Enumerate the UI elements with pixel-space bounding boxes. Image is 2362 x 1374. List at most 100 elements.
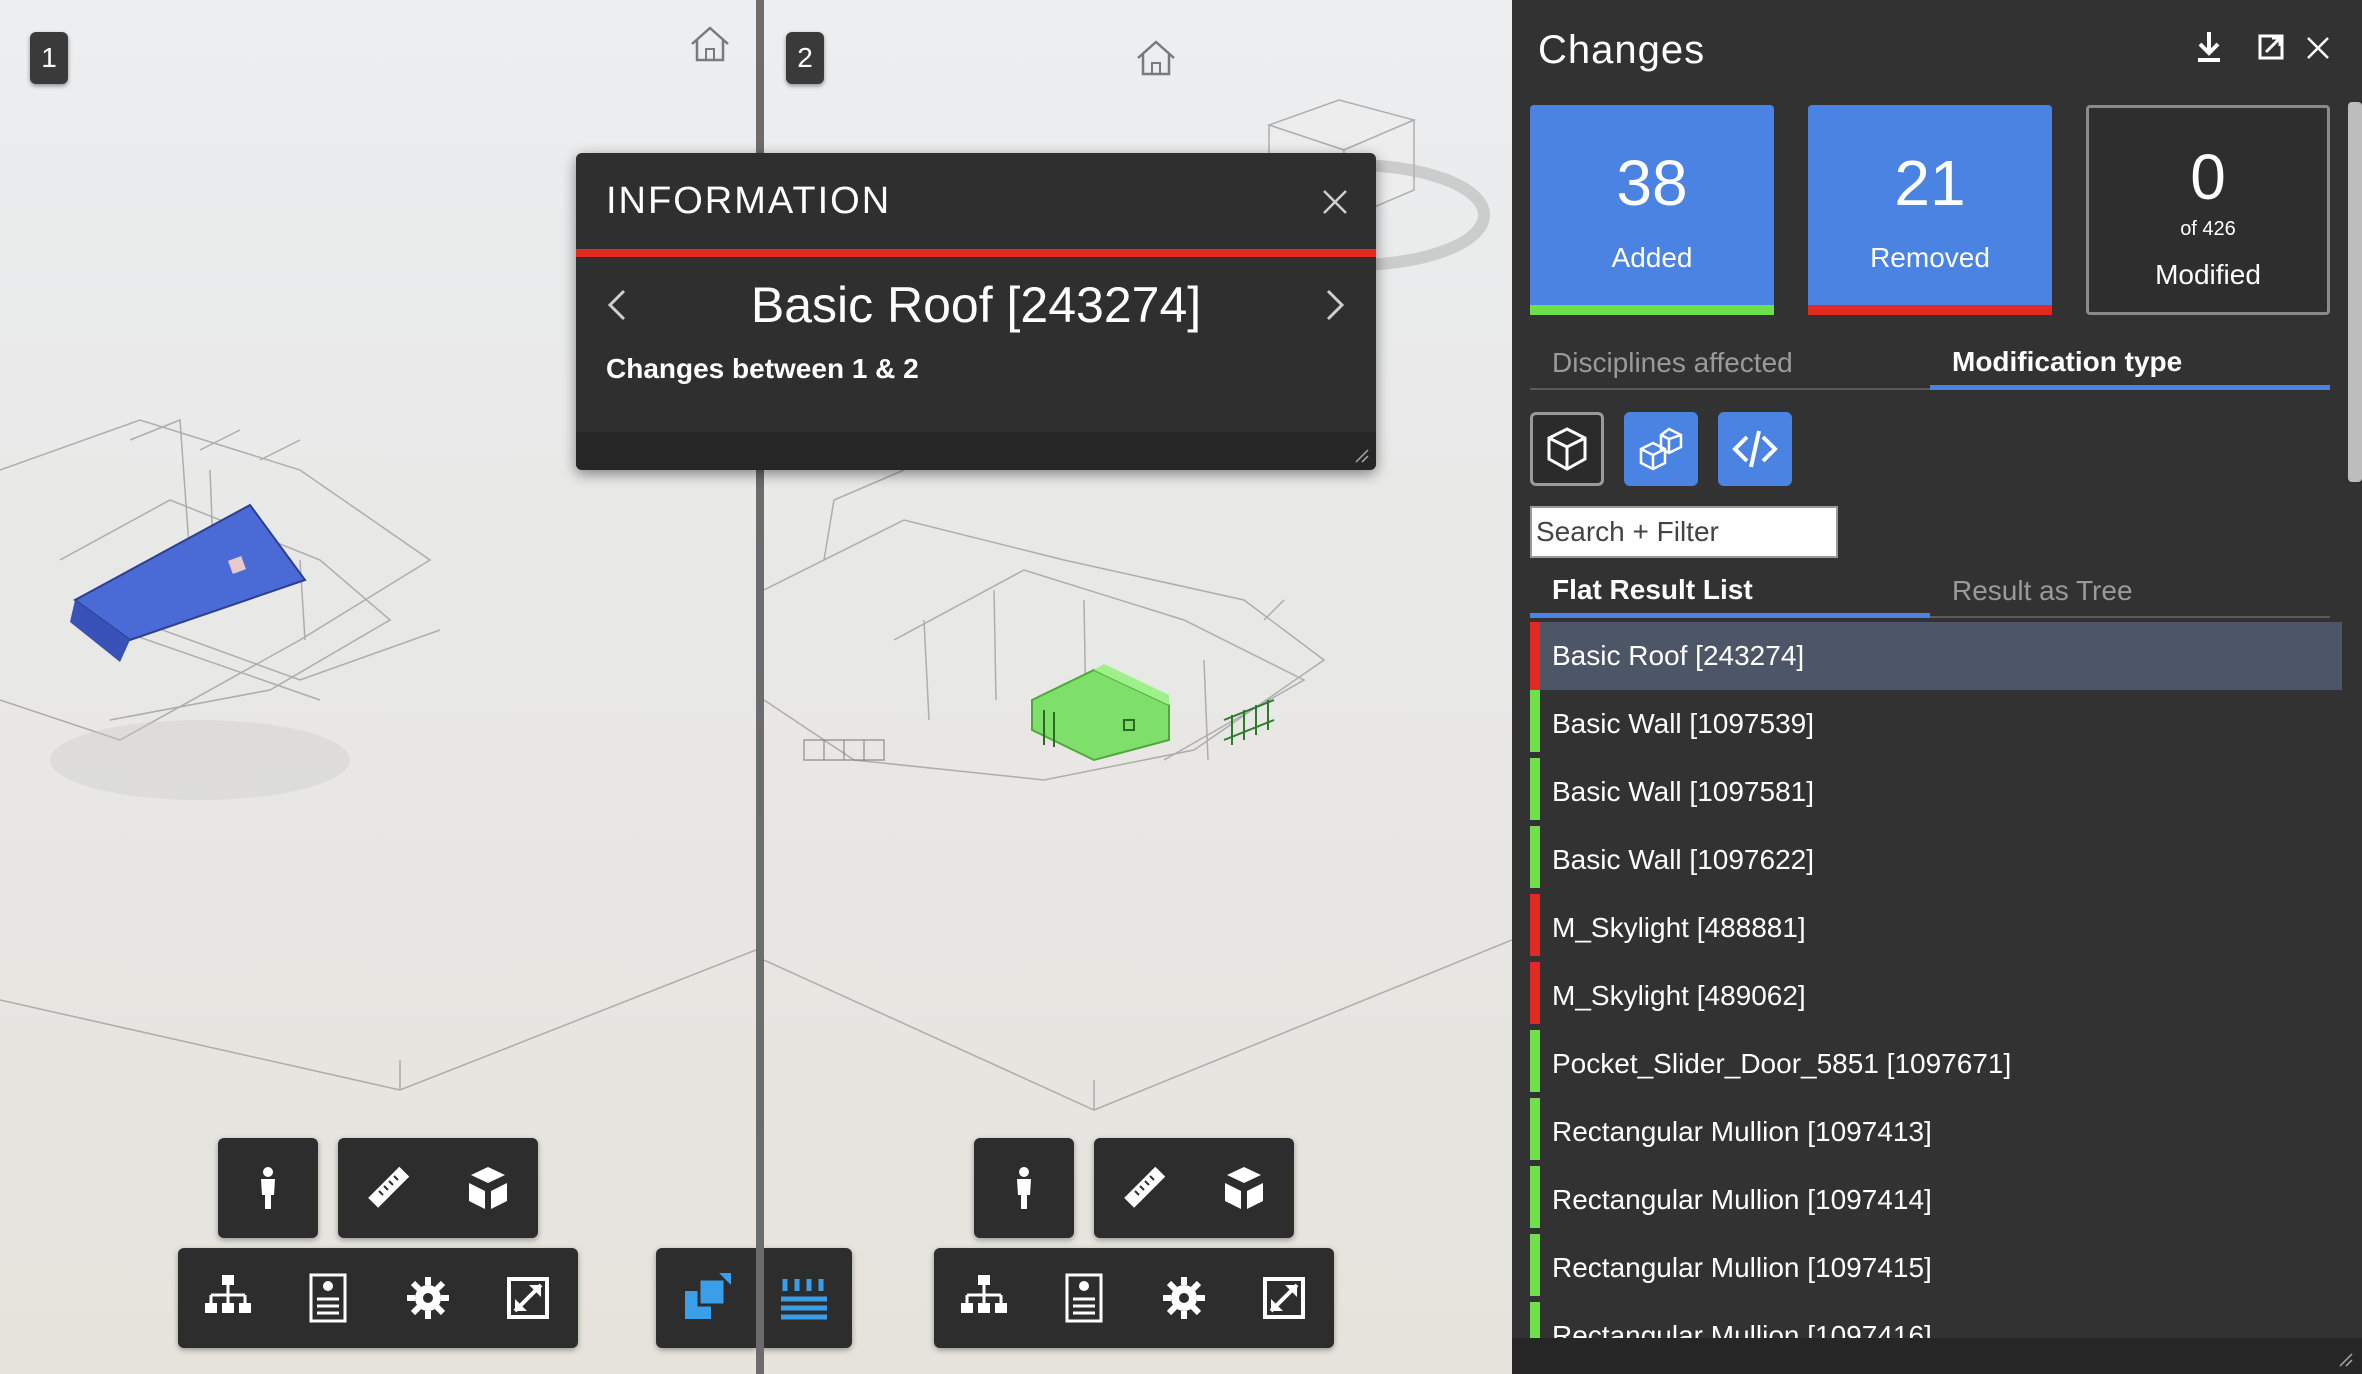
modified-total: of 426 — [2180, 217, 2236, 240]
list-item[interactable]: Basic Roof [243274] — [1530, 622, 2342, 690]
list-item[interactable]: M_Skylight [489062] — [1530, 962, 2342, 1030]
person-icon — [261, 1167, 275, 1209]
measure-button[interactable] — [340, 1140, 436, 1236]
tab-flat-result-list[interactable]: Flat Result List — [1530, 566, 1930, 618]
list-view-icon — [781, 1279, 827, 1320]
tab-result-as-tree[interactable]: Result as Tree — [1930, 566, 2330, 618]
modified-card[interactable]: 0 of 426 Modified — [2086, 105, 2330, 315]
compare-mode-button[interactable] — [658, 1250, 754, 1346]
viewport-badge: 1 — [30, 32, 68, 84]
fullscreen-button[interactable] — [480, 1250, 576, 1346]
fullscreen-icon — [1263, 1277, 1305, 1319]
list-item-label: M_Skylight [489062] — [1552, 980, 1806, 1011]
properties-button[interactable] — [1036, 1250, 1132, 1346]
added-label: Added — [1611, 242, 1693, 273]
list-item[interactable]: Basic Wall [1097539] — [1530, 690, 2342, 758]
scrollbar[interactable] — [2348, 102, 2362, 482]
list-item[interactable]: Rectangular Mullion [1097414] — [1530, 1166, 2342, 1234]
list-item[interactable]: Rectangular Mullion [1097415] — [1530, 1234, 2342, 1302]
list-item[interactable]: Basic Wall [1097622] — [1530, 826, 2342, 894]
measure-toolbar — [1094, 1138, 1294, 1238]
list-item-label: Pocket_Slider_Door_5851 [1097671] — [1552, 1048, 2012, 1079]
compare-toolbar-left — [656, 1248, 756, 1348]
status-marker — [1530, 1234, 1540, 1296]
list-item[interactable]: Pocket_Slider_Door_5851 [1097671] — [1530, 1030, 2342, 1098]
list-item-label: Rectangular Mullion [1097414] — [1552, 1184, 1932, 1215]
main-toolbar — [934, 1248, 1334, 1348]
ruler-icon — [1124, 1166, 1166, 1208]
added-indicator — [1530, 305, 1774, 315]
list-view-button[interactable] — [764, 1250, 852, 1346]
tab-disciplines-affected[interactable]: Disciplines affected — [1530, 338, 1930, 390]
list-item-label: Rectangular Mullion [1097413] — [1552, 1116, 1932, 1147]
home-icon[interactable] — [688, 24, 732, 64]
tab-modification-type[interactable]: Modification type — [1930, 338, 2330, 390]
status-marker — [1530, 894, 1540, 956]
information-header: INFORMATION — [606, 179, 892, 222]
list-item-label: M_Skylight [488881] — [1552, 912, 1806, 943]
status-marker — [1530, 962, 1540, 1024]
status-marker — [1530, 1166, 1540, 1228]
status-marker — [1530, 622, 1540, 690]
list-item[interactable]: Basic Wall [1097581] — [1530, 758, 2342, 826]
removed-count: 21 — [1894, 147, 1966, 219]
measure-button[interactable] — [1096, 1140, 1192, 1236]
fullscreen-icon — [507, 1277, 549, 1319]
person-icon — [1017, 1167, 1031, 1209]
model-tree-icon — [205, 1275, 251, 1313]
result-list[interactable]: Basic Roof [243274]Basic Wall [1097539]B… — [1530, 622, 2342, 1338]
model-browser-button[interactable] — [936, 1250, 1032, 1346]
information-subtitle: Changes between 1 & 2 — [606, 353, 919, 384]
added-count: 38 — [1616, 147, 1688, 219]
changes-title: Changes — [1538, 27, 1706, 72]
search-filter-input[interactable] — [1530, 506, 1838, 558]
status-marker — [1530, 1302, 1540, 1338]
list-item-label: Basic Roof [243274] — [1552, 640, 1805, 671]
home-icon[interactable] — [1134, 38, 1178, 78]
filter-tabs: Disciplines affected Modification type — [1530, 338, 2330, 390]
list-item-label: Rectangular Mullion [1097415] — [1552, 1252, 1932, 1283]
chevron-left-icon[interactable] — [602, 285, 632, 325]
chevron-right-icon[interactable] — [1320, 285, 1350, 325]
removed-indicator — [1808, 305, 2052, 315]
status-marker — [1530, 758, 1540, 820]
first-person-toolbar — [974, 1138, 1074, 1238]
information-title: Basic Roof [243274] — [750, 277, 1202, 333]
explode-button[interactable] — [1196, 1140, 1292, 1236]
first-person-button[interactable] — [976, 1140, 1072, 1236]
panel-footer — [1512, 1338, 2362, 1374]
status-marker — [1530, 1030, 1540, 1092]
geometry-filter-button[interactable] — [1530, 412, 1604, 486]
compare-toolbar-right — [764, 1248, 852, 1348]
viewport-2[interactable]: 2 — [764, 0, 1512, 1374]
split-divider[interactable] — [756, 0, 764, 1374]
viewport-badge: 2 — [786, 32, 824, 84]
transform-filter-button[interactable] — [1624, 412, 1698, 486]
list-item[interactable]: M_Skylight [488881] — [1530, 894, 2342, 962]
cube-icon — [1547, 427, 1587, 471]
properties-button[interactable] — [280, 1250, 376, 1346]
explode-button[interactable] — [440, 1140, 536, 1236]
download-icon[interactable] — [2190, 28, 2228, 66]
removed-card[interactable]: 21 Removed — [1808, 105, 2052, 315]
popout-icon[interactable] — [2254, 28, 2292, 66]
model-browser-button[interactable] — [180, 1250, 276, 1346]
settings-icon — [1163, 1277, 1205, 1319]
status-marker — [1530, 690, 1540, 752]
main-toolbar — [178, 1248, 578, 1348]
settings-button[interactable] — [380, 1250, 476, 1346]
modified-count: 0 — [2190, 140, 2226, 213]
added-card[interactable]: 38 Added — [1530, 105, 1774, 315]
cubes-icon — [1639, 427, 1683, 471]
list-item[interactable]: Rectangular Mullion [1097416] — [1530, 1302, 2342, 1338]
settings-button[interactable] — [1136, 1250, 1232, 1346]
information-panel[interactable]: INFORMATION Basic Roof [243274] Changes … — [576, 153, 1376, 470]
first-person-button[interactable] — [220, 1140, 316, 1236]
close-icon[interactable] — [2298, 28, 2336, 66]
list-item[interactable]: Rectangular Mullion [1097413] — [1530, 1098, 2342, 1166]
properties-filter-button[interactable] — [1718, 412, 1792, 486]
fullscreen-button[interactable] — [1236, 1250, 1332, 1346]
close-icon[interactable] — [1320, 187, 1350, 217]
resize-handle[interactable] — [576, 432, 1376, 470]
code-icon — [1732, 430, 1778, 468]
